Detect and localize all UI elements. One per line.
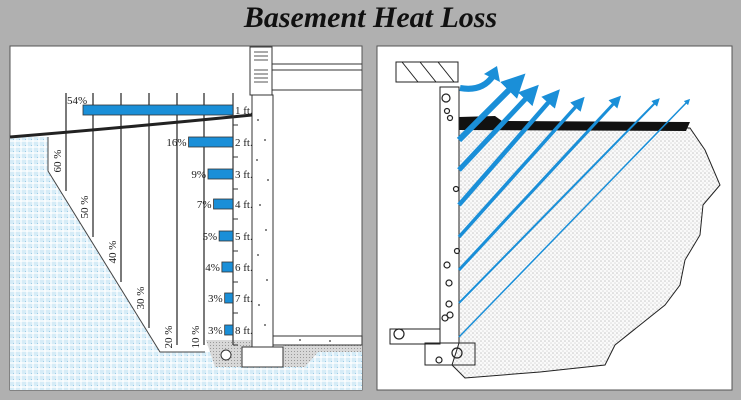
heat-loss-bar [221, 261, 234, 273]
bar-percent-label: 9% [191, 169, 206, 181]
soil [10, 137, 362, 390]
floor-slab [389, 328, 441, 345]
rim-heat-arrow [459, 74, 496, 92]
heat-flow-arrow [458, 98, 660, 304]
bar-percent-label: 7% [197, 199, 212, 211]
grade-line [9, 113, 253, 139]
soil-mass [451, 124, 721, 379]
footing [241, 346, 284, 368]
scale-label: 20 % [163, 326, 175, 349]
heat-flow-arrow [457, 89, 560, 207]
bar-percent-label: 3% [208, 293, 223, 305]
scale-label: 50 % [79, 196, 91, 219]
bar-percent-label: 4% [205, 262, 220, 274]
foundation-wall [251, 94, 274, 348]
bar-percent-label: 5% [202, 231, 217, 243]
heat-flow-arrow [458, 98, 691, 338]
depth-label: 3 ft. [235, 169, 253, 181]
scale-label: 30 % [135, 287, 147, 310]
depth-label: 1 ft. [235, 105, 253, 117]
scale-label: 40 % [107, 241, 119, 264]
rim-heat-arrowhead [484, 66, 500, 82]
depth-label: 7 ft. [235, 293, 253, 305]
sill-plate [395, 61, 459, 83]
bar-percent-label: 3% [208, 325, 223, 337]
bar-percent-label: 54% [67, 95, 87, 107]
depth-label: 5 ft. [235, 231, 253, 243]
scale-label: 10 % [190, 326, 202, 349]
heat-loss-bar [207, 168, 234, 180]
heat-loss-bar [218, 230, 234, 242]
heat-flow-arrow [457, 84, 539, 172]
heat-loss-bar [188, 136, 234, 148]
heat-loss-bar [224, 324, 234, 336]
drain-pipe [220, 349, 232, 361]
heat-flow-arrow [457, 96, 585, 239]
page-title: Basement Heat Loss [243, 1, 498, 34]
depth-label: 2 ft. [235, 137, 253, 149]
floor-slab [272, 335, 363, 346]
heat-flow-arrow [456, 73, 526, 143]
heat-loss-bar [213, 198, 234, 210]
heat-flow-arrow [457, 95, 622, 272]
foundation-wall [439, 86, 460, 344]
sill-framing [249, 46, 362, 96]
left-panel: 60 % 50 % 40 % 30 % 20 % 10 % 54% 1 ft. 16% 2 ft… [9, 45, 363, 391]
depth-label: 4 ft. [235, 199, 253, 211]
heat-loss-bar [82, 104, 234, 116]
heat-loss-bar [224, 292, 234, 304]
depth-label: 8 ft. [235, 325, 253, 337]
bar-percent-label: 16% [166, 137, 186, 149]
scale-label: 60 % [52, 150, 64, 173]
depth-label: 6 ft. [235, 262, 253, 274]
footing [424, 342, 476, 366]
right-panel [376, 45, 733, 391]
